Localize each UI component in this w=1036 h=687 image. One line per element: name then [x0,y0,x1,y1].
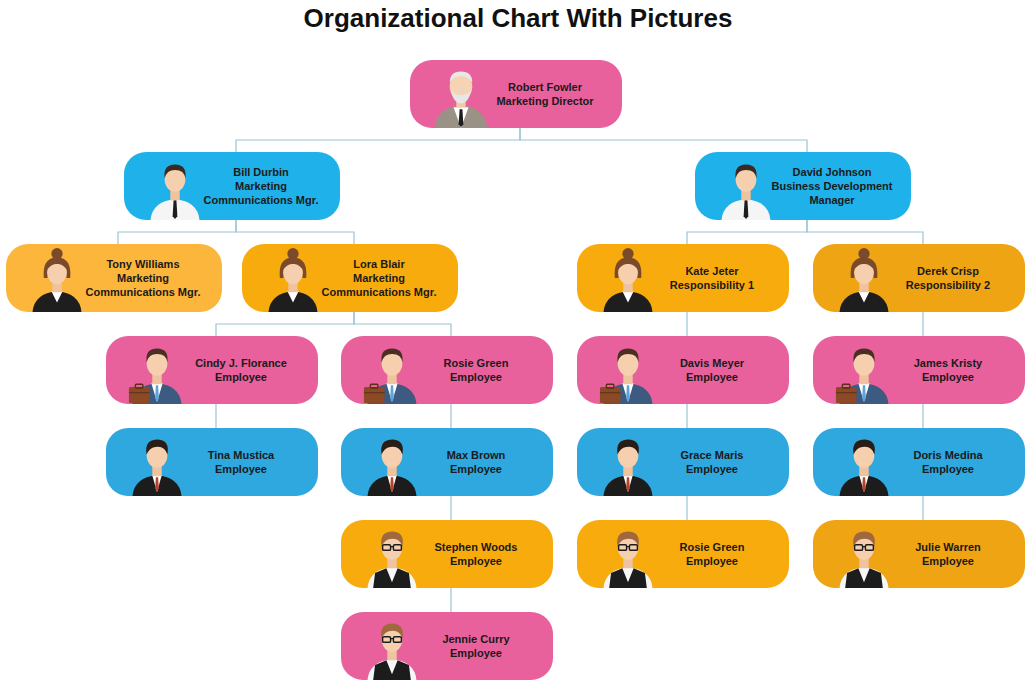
avatar-picture [264,248,322,312]
reporting-line [520,128,807,152]
person-name: James Kristy [914,356,983,370]
avatar-picture [432,64,490,128]
reporting-line [922,404,923,428]
reporting-line [450,496,451,520]
person-role: Employee [215,462,267,476]
person-box: Julie WarrenEmployee [813,520,1025,588]
person-role: Employee [922,462,974,476]
person-name: Max Brown [447,448,506,462]
person-name: Robert Fowler [508,80,582,94]
reporting-line [807,220,923,244]
person-box: Rosie GreenEmployee [341,336,553,404]
person-name: Jennie Curry [442,632,509,646]
person-name: Derek Crisp [917,264,979,278]
person-name: Bill Durbin [233,165,289,179]
person-role: Responsibility 1 [670,278,754,292]
avatar-picture [28,248,86,312]
avatar-picture [363,432,421,496]
person-box: Stephen WoodsEmployee [341,520,553,588]
avatar-picture [835,340,893,404]
reporting-line [215,404,216,428]
person-role: Business Development Manager [761,179,903,207]
avatar-picture [599,248,657,312]
avatar-picture [128,432,186,496]
person-role: Employee [450,370,502,384]
person-role: Employee [686,462,738,476]
reporting-line [354,312,451,336]
person-box: Tina MusticaEmployee [106,428,318,496]
reporting-line [450,588,451,612]
chart-title: Organizational Chart With Pictures [0,3,1036,34]
person-box: David JohnsonBusiness Development Manage… [695,152,911,220]
person-role: Marketing Communications Mgr. [190,179,332,207]
person-box: Jennie CurryEmployee [341,612,553,680]
person-name: David Johnson [793,165,872,179]
person-role: Employee [922,554,974,568]
reporting-line [450,404,451,428]
avatar-picture [717,156,775,220]
person-name: Julie Warren [915,540,981,554]
person-name: Rosie Green [680,540,745,554]
avatar-picture [146,156,204,220]
person-name: Lora Blair [353,257,404,271]
reporting-line [686,496,687,520]
reporting-line [236,220,354,244]
person-role: Marketing Communications Mgr. [308,271,450,299]
person-role: Employee [450,554,502,568]
person-box: Lora BlairMarketing Communications Mgr. [242,244,458,312]
avatar-picture [599,524,657,588]
avatar-picture [835,524,893,588]
person-role: Employee [686,370,738,384]
person-box: Doris MedinaEmployee [813,428,1025,496]
person-box: Grace MarisEmployee [577,428,789,496]
person-box: Max BrownEmployee [341,428,553,496]
person-role: Marketing Communications Mgr. [72,271,214,299]
person-role: Employee [450,646,502,660]
avatar-picture [363,616,421,680]
reporting-line [687,220,807,244]
person-box: Kate JeterResponsibility 1 [577,244,789,312]
person-role: Employee [922,370,974,384]
person-box: Robert FowlerMarketing Director [410,60,622,128]
avatar-picture [363,340,421,404]
avatar-picture [363,524,421,588]
person-name: Stephen Woods [435,540,518,554]
reporting-line [216,312,354,336]
person-name: Kate Jeter [685,264,738,278]
person-name: Grace Maris [681,448,744,462]
reporting-line [686,312,687,336]
person-name: Rosie Green [444,356,509,370]
person-box: Davis MeyerEmployee [577,336,789,404]
person-box: James KristyEmployee [813,336,1025,404]
reporting-line [922,312,923,336]
reporting-line [236,128,520,152]
person-box: Tony WilliamsMarketing Communications Mg… [6,244,222,312]
person-role: Employee [450,462,502,476]
person-name: Tony Williams [106,257,179,271]
person-role: Employee [215,370,267,384]
reporting-line [118,220,236,244]
avatar-picture [835,248,893,312]
person-role: Responsibility 2 [906,278,990,292]
avatar-picture [599,432,657,496]
avatar-picture [835,432,893,496]
reporting-line [686,404,687,428]
person-name: Davis Meyer [680,356,744,370]
person-box: Derek CrispResponsibility 2 [813,244,1025,312]
person-role: Marketing Director [496,94,593,108]
person-role: Employee [686,554,738,568]
person-box: Cindy J. FloranceEmployee [106,336,318,404]
person-box: Rosie GreenEmployee [577,520,789,588]
person-name: Tina Mustica [208,448,274,462]
person-box: Bill DurbinMarketing Communications Mgr. [124,152,340,220]
reporting-line [922,496,923,520]
avatar-picture [599,340,657,404]
person-name: Cindy J. Florance [195,356,287,370]
avatar-picture [128,340,186,404]
person-name: Doris Medina [913,448,982,462]
